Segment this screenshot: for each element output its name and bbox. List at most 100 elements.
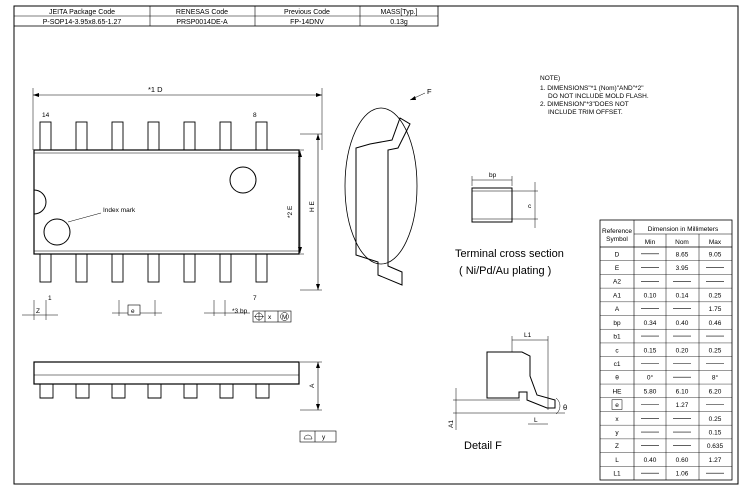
side-pin — [255, 384, 270, 399]
table-cell-min: 0.15 — [644, 347, 657, 354]
index-mark-dot — [43, 218, 71, 246]
tol-m-label: M — [282, 314, 287, 321]
table-row-symbol: A2 — [613, 279, 621, 286]
dimension-table: Reference Symbol Dimension in Millimeter… — [599, 219, 733, 481]
table-cell-min: 5.80 — [644, 388, 657, 395]
side-pin — [39, 384, 54, 399]
table-row-symbol: bp — [613, 320, 621, 327]
side-pin — [111, 384, 126, 399]
table-row-symbol: L — [615, 457, 619, 464]
table-row-symbol: Z — [615, 443, 619, 450]
detail-f-title: Detail F — [464, 440, 502, 452]
side-pin — [183, 384, 198, 399]
table-row-symbol: c — [615, 347, 619, 354]
table-cell-max: 0.635 — [707, 443, 724, 450]
table-subheader-max: Max — [709, 239, 722, 246]
notes-line-3: 2. DIMENSION"*3"DOES NOT — [540, 101, 629, 108]
top-pin-lower — [183, 253, 196, 283]
table-cell-max: 0.25 — [709, 416, 722, 423]
table-cell-max: 0.46 — [709, 320, 722, 327]
tol-x-label: x — [268, 314, 272, 321]
table-cell-max: 1.75 — [709, 306, 722, 313]
detail-a1-label: A1 — [448, 420, 455, 428]
dim-e-pitch-label: e — [131, 308, 135, 315]
table-cell-nom: 0.40 — [676, 320, 689, 327]
cross-section-title: Terminal cross section — [455, 248, 564, 260]
table-cell-nom: 1.27 — [676, 402, 689, 409]
detail-l-label: L — [534, 417, 538, 424]
side-pin — [219, 384, 234, 399]
notes-line-4: INCLUDE TRIM OFFSET. — [548, 109, 623, 116]
table-row-symbol: E — [615, 265, 620, 272]
dim-d-label: *1 D — [148, 85, 163, 94]
table-row-symbol: e — [615, 402, 619, 409]
table-row-symbol: A1 — [613, 292, 621, 299]
header-col-4-value: 0.13g — [390, 19, 408, 26]
table-cell-nom: 0.20 — [676, 347, 689, 354]
notes-title: NOTE) — [540, 75, 560, 82]
table-row-symbol: b1 — [613, 334, 621, 341]
table-row-symbol: HE — [612, 388, 622, 395]
cross-section-subtitle: ( Ni/Pd/Au plating ) — [459, 265, 551, 277]
dim-e-label: *2 E — [287, 205, 294, 218]
table-cell-max: 8° — [712, 374, 719, 382]
notes-line-2: DO NOT INCLUDE MOLD FLASH. — [548, 93, 649, 100]
top-pin-upper — [39, 121, 52, 151]
drawing-frame — [13, 5, 739, 485]
top-pin-lower — [39, 253, 52, 283]
table-header-reference: Reference — [602, 228, 632, 235]
header-col-3-value: FP-14DNV — [290, 19, 324, 26]
table-cell-min: 0.40 — [644, 457, 657, 464]
header-col-1-title: JEITA Package Code — [49, 9, 115, 16]
table-row-symbol: y — [615, 429, 619, 436]
table-cell-min: 0.10 — [644, 292, 657, 299]
table-row-symbol: D — [615, 251, 620, 258]
table-cell-max: 6.20 — [709, 388, 722, 395]
header-col-3-title: Previous Code — [284, 9, 330, 16]
dim-bp-label: *3 bp — [232, 308, 248, 315]
detail-f: A1 L1 L θ Detail F — [448, 332, 567, 452]
table-row-symbol: L1 — [613, 471, 621, 478]
top-pin-lower — [111, 253, 124, 283]
detail-l1-label: L1 — [524, 332, 532, 339]
top-pin-lower — [75, 253, 88, 283]
table-cell-nom: 8.65 — [676, 251, 689, 258]
table-cell-nom: 3.95 — [676, 265, 689, 272]
table-row-symbol: θ — [615, 375, 619, 382]
ejector-pin-mark — [229, 166, 257, 194]
top-pin-upper — [75, 121, 88, 151]
table-cell-min: 0° — [647, 374, 654, 382]
table-cell-max: 0.15 — [709, 429, 722, 436]
top-pin-upper — [255, 121, 268, 151]
table-cell-max: 9.05 — [709, 251, 722, 258]
table-cell-nom: 1.06 — [676, 471, 689, 478]
header-col-1-value: P-SOP14-3.95x8.65-1.27 — [43, 19, 122, 26]
header-table: JEITA Package Code P-SOP14-3.95x8.65-1.2… — [13, 5, 439, 27]
table-cell-nom: 0.60 — [676, 457, 689, 464]
package-body-top — [33, 149, 300, 255]
table-cell-min: 0.34 — [644, 320, 657, 327]
pin-7-label: 7 — [253, 295, 257, 302]
top-pin-upper — [111, 121, 124, 151]
pin-1-label: 1 — [48, 295, 52, 302]
table-subheader-nom: Nom — [675, 239, 689, 246]
terminal-cross-section: bp c Terminal cross section ( Ni/Pd/Au p… — [455, 172, 564, 277]
table-cell-nom: 0.14 — [676, 292, 689, 299]
header-col-2-title: RENESAS Code — [176, 9, 228, 16]
cross-bp-label: bp — [489, 172, 497, 179]
table-cell-nom: 6.10 — [676, 388, 689, 395]
side-pin — [75, 384, 90, 399]
tol-y-label: y — [322, 434, 326, 441]
header-col-2-value: PRSP0014DE-A — [176, 19, 228, 26]
top-pin-lower — [147, 253, 160, 283]
detail-f-callout: F — [344, 87, 432, 286]
position-tolerance-frame — [252, 310, 292, 323]
top-pin-upper — [219, 121, 232, 151]
dim-z-label: Z — [36, 308, 40, 315]
table-cell-max: 0.25 — [709, 292, 722, 299]
top-pin-lower — [219, 253, 232, 283]
pin-8-label: 8 — [253, 112, 257, 119]
top-pin-upper — [183, 121, 196, 151]
index-mark-label: Index mark — [103, 207, 136, 214]
